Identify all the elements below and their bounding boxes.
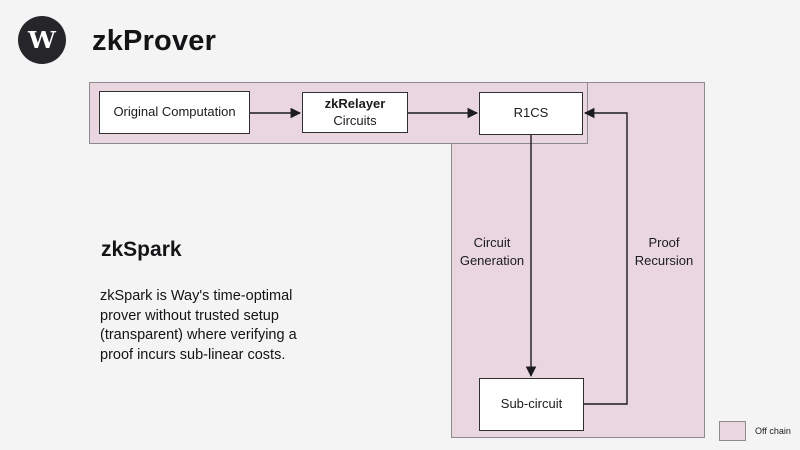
node-zkrelayer-subtitle: Circuits xyxy=(333,112,377,128)
label-circuit-generation: Circuit Generation xyxy=(459,235,525,268)
node-r1cs: R1CS xyxy=(479,92,583,135)
node-original-computation: Original Computation xyxy=(99,91,250,134)
node-r1cs-label: R1CS xyxy=(513,105,549,121)
node-original-computation-label: Original Computation xyxy=(113,104,236,120)
page-title: zkProver xyxy=(92,25,217,57)
node-zkrelayer-circuits: zkRelayer Circuits xyxy=(302,92,408,133)
node-zkrelayer-title: zkRelayer xyxy=(324,96,386,112)
way-logo-letter: W xyxy=(28,26,56,54)
legend-off-chain: Off chain xyxy=(719,421,791,441)
zkspark-title: zkSpark xyxy=(101,238,182,261)
legend-off-chain-label: Off chain xyxy=(755,426,791,436)
way-logo: W xyxy=(18,16,66,64)
node-sub-circuit: Sub-circuit xyxy=(479,378,584,431)
node-sub-circuit-label: Sub-circuit xyxy=(500,396,563,412)
zkspark-description: zkSpark is Way's time-optimal prover wit… xyxy=(100,288,297,363)
label-proof-recursion: Proof Recursion xyxy=(634,235,694,268)
legend-off-chain-swatch xyxy=(719,421,746,441)
